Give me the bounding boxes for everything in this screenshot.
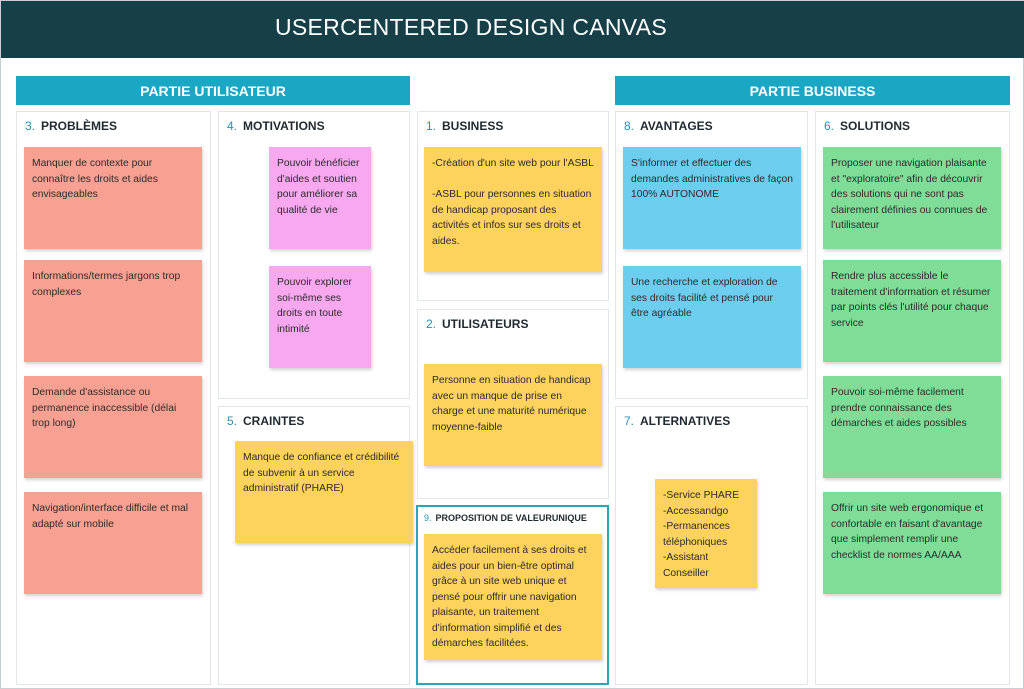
section-number: 9. [424, 513, 432, 523]
section-title-proposition: 9.PROPOSITION DE VALEURUNIQUE [424, 513, 587, 523]
canvas-title: USERCENTERED DESIGN CANVAS [274, 14, 668, 40]
sticky-note[interactable]: Pouvoir bénéficier d'aides et soutien po… [269, 147, 371, 249]
section-number: 4. [227, 119, 238, 133]
sticky-note[interactable]: Manque de confiance et crédibilité de su… [235, 441, 413, 543]
section-title-business: 1. BUSINESS [426, 119, 503, 133]
sticky-note[interactable]: Pouvoir explorer soi-même ses droits en … [269, 266, 371, 368]
section-number: 8. [624, 119, 635, 133]
section-label: AVANTAGES [640, 119, 713, 133]
section-label: BUSINESS [442, 119, 504, 133]
section-label: PROBLÈMES [41, 119, 118, 133]
banner-partie-business: PARTIE BUSINESS [615, 76, 1010, 105]
sticky-note[interactable]: Informations/termes jargons trop complex… [24, 260, 202, 362]
section-title-solutions: 6. SOLUTIONS [824, 119, 910, 133]
sticky-note[interactable]: Navigation/interface difficile et mal ad… [24, 492, 202, 594]
section-number: 6. [824, 119, 835, 133]
banner-partie-utilisateur: PARTIE UTILISATEUR [16, 76, 410, 105]
sticky-note[interactable]: S'informer et effectuer des demandes adm… [623, 147, 801, 249]
section-number: 2. [426, 317, 437, 331]
section-title-alternatives: 7. ALTERNATIVES [624, 414, 730, 428]
section-title-utilisateurs: 2. UTILISATEURS [426, 317, 528, 331]
sticky-note[interactable]: Proposer une navigation plaisante et "ex… [823, 147, 1001, 249]
section-number: 5. [227, 414, 238, 428]
section-label: ALTERNATIVES [640, 414, 731, 428]
section-number: 3. [25, 119, 36, 133]
sticky-note[interactable]: -Service PHARE -Accessandgo -Permanences… [655, 479, 757, 588]
sticky-note[interactable]: Manquer de contexte pour connaître les d… [24, 147, 202, 249]
section-label: PROPOSITION DE VALEURUNIQUE [435, 513, 587, 523]
sticky-note[interactable]: Rendre plus accessible le traitement d'i… [823, 260, 1001, 362]
section-title-motivations: 4. MOTIVATIONS [227, 119, 325, 133]
section-title-avantages: 8. AVANTAGES [624, 119, 713, 133]
section-label: UTILISATEURS [442, 317, 529, 331]
section-label: MOTIVATIONS [243, 119, 325, 133]
section-number: 7. [624, 414, 635, 428]
section-number: 1. [426, 119, 437, 133]
sticky-note[interactable]: Une recherche et exploration de ses droi… [623, 266, 801, 368]
sticky-note[interactable]: Offrir un site web ergonomique et confor… [823, 492, 1001, 594]
sticky-note[interactable]: Personne en situation de handicap avec u… [424, 364, 602, 466]
section-label: SOLUTIONS [840, 119, 911, 133]
sticky-note[interactable]: Pouvoir soi-même facilement prendre conn… [823, 376, 1001, 478]
sticky-note[interactable]: Accéder facilement à ses droits et aides… [424, 534, 602, 660]
section-title-craintes: 5. CRAINTES [227, 414, 304, 428]
sticky-note[interactable]: Demande d'assistance ou permanence inacc… [24, 376, 202, 478]
title-bar: USERCENTERED DESIGN CANVAS [1, 1, 1024, 58]
sticky-note[interactable]: -Création d'un site web pour l'ASBL -ASB… [424, 147, 602, 272]
section-title-problemes: 3. PROBLÈMES [25, 119, 117, 133]
section-label: CRAINTES [243, 414, 305, 428]
